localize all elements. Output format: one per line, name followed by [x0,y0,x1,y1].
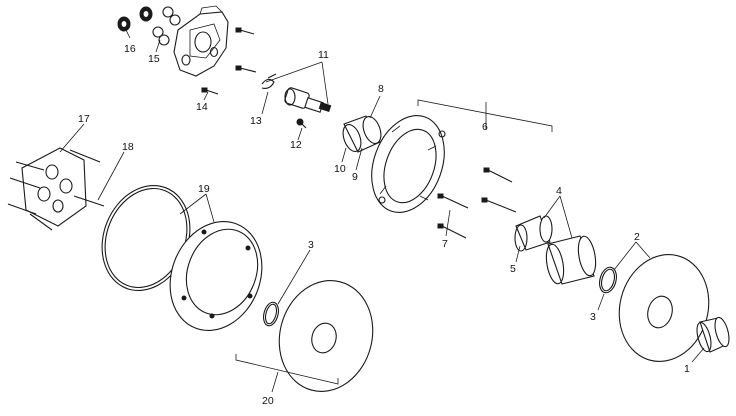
part-13-clip [261,73,277,89]
part-19-cover-ring [169,220,263,332]
body-screws [201,27,257,95]
part-15-o-rings [152,6,181,46]
callout-15: 15 [148,53,160,65]
callout-1: 1 [684,363,690,375]
callout-10: 10 [334,163,346,175]
part-6-mounting-ring [371,115,446,213]
leader-lines [59,29,705,393]
callout-2: 2 [634,231,640,243]
callout-17: 17 [78,113,90,125]
part-1-handle-knob [696,316,730,353]
callout-9: 9 [352,171,358,183]
part-5-small-sleeve [514,215,553,252]
callout-labels: 16 15 14 11 13 12 8 10 9 6 7 5 4 2 3 1 1… [78,43,690,407]
callout-16: 16 [124,43,136,55]
callout-18: 18 [122,141,134,153]
callout-6: 6 [482,121,488,133]
part-11-cartridge [284,87,332,113]
callout-11: 11 [318,49,329,61]
callout-5: 5 [510,263,516,275]
part-12-screw [296,118,307,129]
callout-3-right: 3 [590,311,596,323]
part-7-screws [437,167,517,239]
callout-12: 12 [290,139,302,151]
callout-7: 7 [442,238,448,250]
part-3-o-ring-left [263,301,279,327]
callout-3-left: 3 [308,239,314,251]
callout-13: 13 [250,115,262,127]
part-17-rough-in-housing [7,147,105,231]
callout-8: 8 [378,83,384,95]
part-4-extension-sleeve [545,235,597,285]
part-2-trim-plate [618,254,710,362]
callout-19: 19 [198,183,210,195]
part-3-o-ring-right [599,266,617,294]
part-16-caps [117,6,153,32]
part-20-trim-plate [278,280,374,392]
valve-body [173,5,229,77]
callout-20: 20 [262,395,274,407]
callout-14: 14 [196,101,208,113]
callout-4: 4 [556,185,562,197]
part-8-sleeve [342,115,382,153]
